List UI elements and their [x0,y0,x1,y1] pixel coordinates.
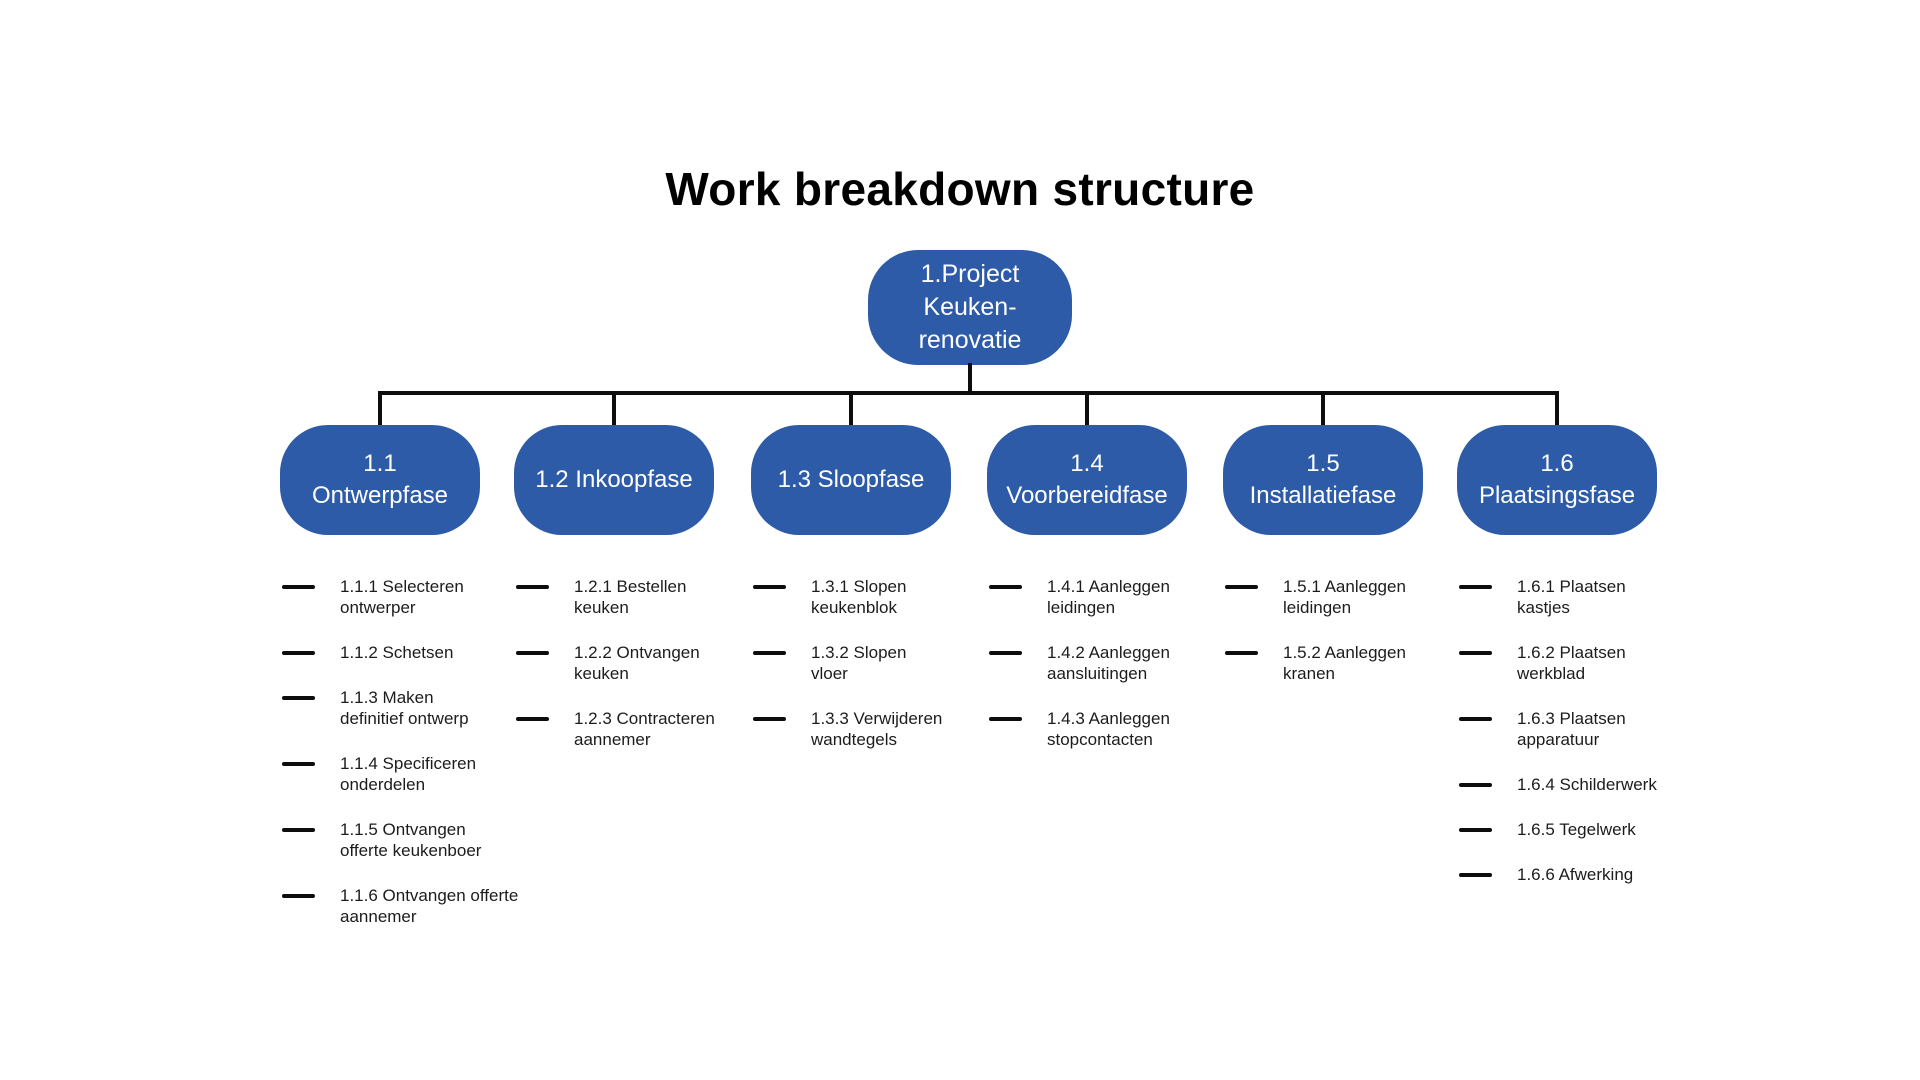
dash-bullet-icon [753,651,786,655]
task-label: 1.3.3 Verwijderen wandtegels [811,709,943,749]
task-label: 1.6.3 Plaatsen apparatuur [1517,709,1626,749]
task-item: 1.1.2 Schetsen [282,642,520,663]
task-item: 1.2.1 Bestellen keuken [516,576,754,618]
branch-stub-connector-1.2 [612,391,616,427]
dash-bullet-icon [989,717,1022,721]
dash-bullet-icon [1225,585,1258,589]
branch-stub-connector-1.4 [1085,391,1089,427]
task-label: 1.2.3 Contracteren aannemer [574,709,715,749]
task-label: 1.4.1 Aanleggen leidingen [1047,577,1170,617]
task-item: 1.4.3 Aanleggen stopcontacten [989,708,1227,750]
task-label: 1.6.1 Plaatsen kastjes [1517,577,1626,617]
dash-bullet-icon [1459,585,1492,589]
task-item: 1.6.4 Schilderwerk [1459,774,1697,795]
task-item: 1.6.5 Tegelwerk [1459,819,1697,840]
dash-bullet-icon [1459,651,1492,655]
task-list-1.5: 1.5.1 Aanleggen leidingen 1.5.2 Aanlegge… [1225,576,1463,684]
task-item: 1.1.4 Specificeren onderdelen [282,753,520,795]
diagram-title: Work breakdown structure [665,163,1255,215]
task-label: 1.3.1 Slopen keukenblok [811,577,907,617]
task-item: 1.2.3 Contracteren aannemer [516,708,754,750]
dash-bullet-icon [282,894,315,898]
phase-node-1.2: 1.2 Inkoopfase [514,425,714,535]
task-label: 1.4.3 Aanleggen stopcontacten [1047,709,1170,749]
phase-node-1.3: 1.3 Sloopfase [751,425,951,535]
task-item: 1.6.1 Plaatsen kastjes [1459,576,1697,618]
task-item: 1.4.2 Aanleggen aansluitingen [989,642,1227,684]
dash-bullet-icon [1459,717,1492,721]
dash-bullet-icon [282,828,315,832]
task-list-1.1: 1.1.1 Selecteren ontwerper 1.1.2 Schetse… [282,576,520,927]
task-label: 1.1.2 Schetsen [340,643,454,662]
dash-bullet-icon [282,585,315,589]
dash-bullet-icon [516,585,549,589]
task-label: 1.5.2 Aanleggen kranen [1283,643,1406,683]
task-item: 1.1.5 Ontvangen offerte keukenboer [282,819,520,861]
task-label: 1.5.1 Aanleggen leidingen [1283,577,1406,617]
task-item: 1.4.1 Aanleggen leidingen [989,576,1227,618]
phase-node-1.1: 1.1 Ontwerpfase [280,425,480,535]
task-item: 1.3.1 Slopen keukenblok [753,576,991,618]
task-label: 1.3.2 Slopen vloer [811,643,907,683]
task-item: 1.3.3 Verwijderen wandtegels [753,708,991,750]
phase-node-1.4: 1.4 Voorbereidfase [987,425,1187,535]
branch-stub-connector-1.1 [378,391,382,427]
task-list-1.2: 1.2.1 Bestellen keuken 1.2.2 Ontvangen k… [516,576,754,750]
dash-bullet-icon [282,762,315,766]
dash-bullet-icon [1459,783,1492,787]
dash-bullet-icon [282,696,315,700]
branch-stub-connector-1.3 [849,391,853,427]
dash-bullet-icon [989,651,1022,655]
task-label: 1.6.4 Schilderwerk [1517,775,1657,794]
task-item: 1.1.3 Maken definitief ontwerp [282,687,520,729]
task-label: 1.2.2 Ontvangen keuken [574,643,700,683]
task-label: 1.1.3 Maken definitief ontwerp [340,688,469,728]
branch-stub-connector-1.6 [1555,391,1559,427]
task-item: 1.6.6 Afwerking [1459,864,1697,885]
task-label: 1.1.5 Ontvangen offerte keukenboer [340,820,482,860]
task-label: 1.1.6 Ontvangen offerte aannemer [340,886,519,926]
phase-node-1.5: 1.5 Installatiefase [1223,425,1423,535]
task-label: 1.1.4 Specificeren onderdelen [340,754,477,794]
dash-bullet-icon [753,717,786,721]
dash-bullet-icon [1459,873,1492,877]
task-item: 1.1.1 Selecteren ontwerper [282,576,520,618]
task-item: 1.6.2 Plaatsen werkblad [1459,642,1697,684]
task-list-1.4: 1.4.1 Aanleggen leidingen 1.4.2 Aanlegge… [989,576,1227,750]
dash-bullet-icon [989,585,1022,589]
dash-bullet-icon [516,651,549,655]
task-label: 1.6.2 Plaatsen werkblad [1517,643,1626,683]
task-label: 1.4.2 Aanleggen aansluitingen [1047,643,1170,683]
task-label: 1.1.1 Selecteren ontwerper [340,577,464,617]
dash-bullet-icon [282,651,315,655]
branch-stub-connector-1.5 [1321,391,1325,427]
task-label: 1.6.5 Tegelwerk [1517,820,1636,839]
phase-node-1.6: 1.6 Plaatsingsfase [1457,425,1657,535]
task-item: 1.1.6 Ontvangen offerte aannemer [282,885,520,927]
dash-bullet-icon [516,717,549,721]
task-list-1.6: 1.6.1 Plaatsen kastjes 1.6.2 Plaatsen we… [1459,576,1697,885]
task-label: 1.2.1 Bestellen keuken [574,577,687,617]
task-item: 1.5.1 Aanleggen leidingen [1225,576,1463,618]
task-item: 1.3.2 Slopen vloer [753,642,991,684]
task-item: 1.2.2 Ontvangen keuken [516,642,754,684]
task-list-1.3: 1.3.1 Slopen keukenblok 1.3.2 Slopen vlo… [753,576,991,750]
task-item: 1.5.2 Aanleggen kranen [1225,642,1463,684]
horizontal-connector [378,391,1559,395]
root-node: 1.Project Keuken- renovatie [868,250,1072,365]
dash-bullet-icon [1225,651,1258,655]
task-item: 1.6.3 Plaatsen apparatuur [1459,708,1697,750]
root-stem-connector [968,363,972,394]
dash-bullet-icon [1459,828,1492,832]
task-label: 1.6.6 Afwerking [1517,865,1634,884]
dash-bullet-icon [753,585,786,589]
